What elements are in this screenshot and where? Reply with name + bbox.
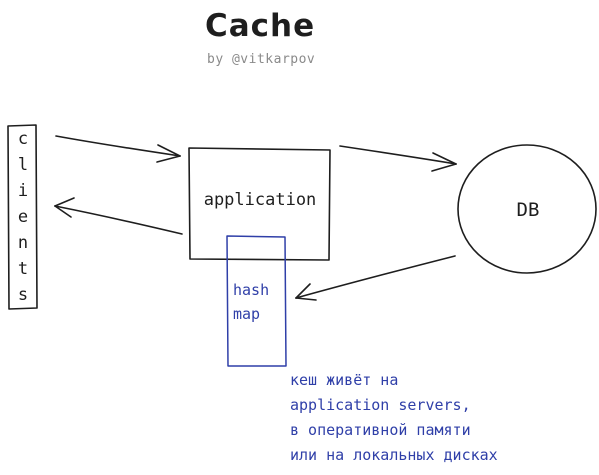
clients-box bbox=[7, 124, 38, 310]
clients-letter: e bbox=[17, 206, 29, 227]
arrow-clients-to-application bbox=[55, 135, 181, 163]
arrow-db-to-hashmap bbox=[295, 255, 456, 301]
cache-note-line: в оперативной памяти bbox=[290, 421, 471, 439]
diagram-title: Cache bbox=[205, 8, 316, 44]
cache-note-line: application servers, bbox=[290, 396, 471, 414]
clients-letter: l bbox=[17, 154, 29, 175]
clients-label: c l i e n t s bbox=[9, 126, 37, 308]
hashmap-label-line: map bbox=[233, 305, 261, 323]
db-label: DB bbox=[516, 199, 540, 221]
application-box bbox=[188, 147, 331, 261]
arrow-application-to-db bbox=[339, 145, 457, 172]
author-byline: by @vitkarpov bbox=[207, 52, 316, 67]
hashmap-label-line: hash bbox=[233, 281, 270, 299]
clients-letter: c bbox=[17, 128, 29, 149]
application-label: application bbox=[203, 190, 317, 210]
cache-note-line: кеш живёт на bbox=[290, 371, 399, 389]
hashmap-label: hash map bbox=[233, 278, 269, 326]
clients-letter: t bbox=[17, 258, 29, 279]
clients-letter: n bbox=[17, 232, 29, 253]
clients-letter: s bbox=[17, 284, 29, 305]
arrow-application-to-clients bbox=[54, 197, 183, 235]
hashmap-box bbox=[226, 235, 287, 367]
cache-note: кеш живёт на application servers, в опер… bbox=[290, 368, 498, 468]
db-circle bbox=[457, 144, 597, 274]
clients-letter: i bbox=[17, 180, 29, 201]
cache-note-line: или на локальных дисках bbox=[290, 446, 498, 464]
